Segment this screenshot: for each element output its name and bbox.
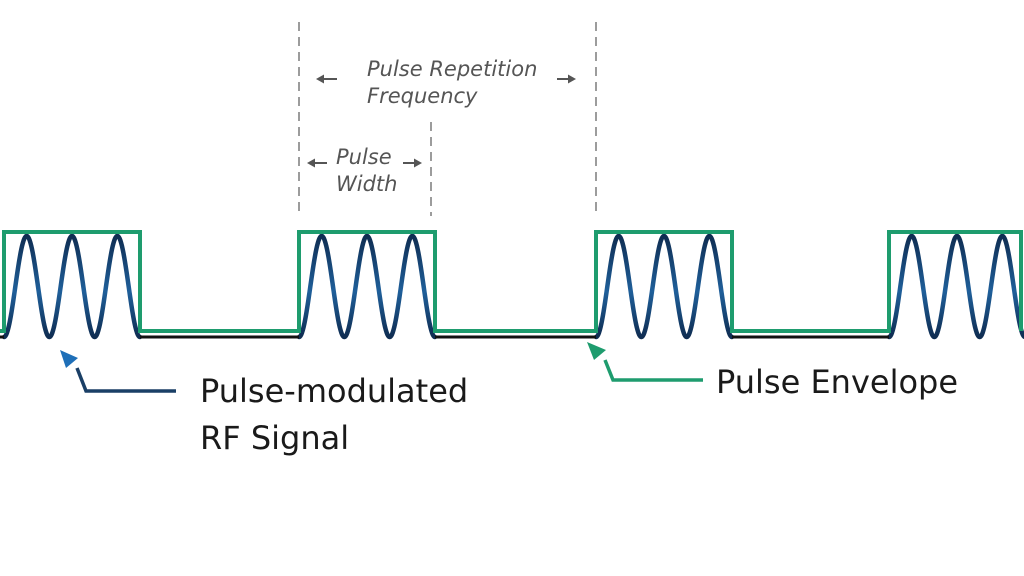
prf-label-line2: Frequency (367, 84, 478, 108)
pw-left-arrow (307, 158, 327, 168)
prf-right-arrow (557, 74, 576, 84)
pw-label-line1: Pulse (336, 145, 392, 169)
prf-left-arrow (316, 74, 337, 84)
signal-waveforms (0, 230, 1024, 340)
pulse-envelope (0, 230, 1023, 333)
pw-label-line2: Width (336, 172, 397, 196)
rf-burst-2 (296, 233, 438, 340)
rf-signal-arrow (60, 350, 176, 393)
envelope-label: Pulse Envelope (716, 363, 958, 401)
prf-label-line1: Pulse Repetition (367, 57, 537, 81)
rf-burst-4 (886, 233, 1024, 340)
envelope-arrow (587, 342, 703, 382)
pw-right-arrow (403, 158, 422, 168)
rf-signal-label-line1: Pulse-modulated (200, 372, 468, 410)
rf-signal-label-line2: RF Signal (200, 419, 349, 457)
rf-burst-1 (1, 233, 143, 340)
rf-burst-3 (593, 233, 735, 340)
